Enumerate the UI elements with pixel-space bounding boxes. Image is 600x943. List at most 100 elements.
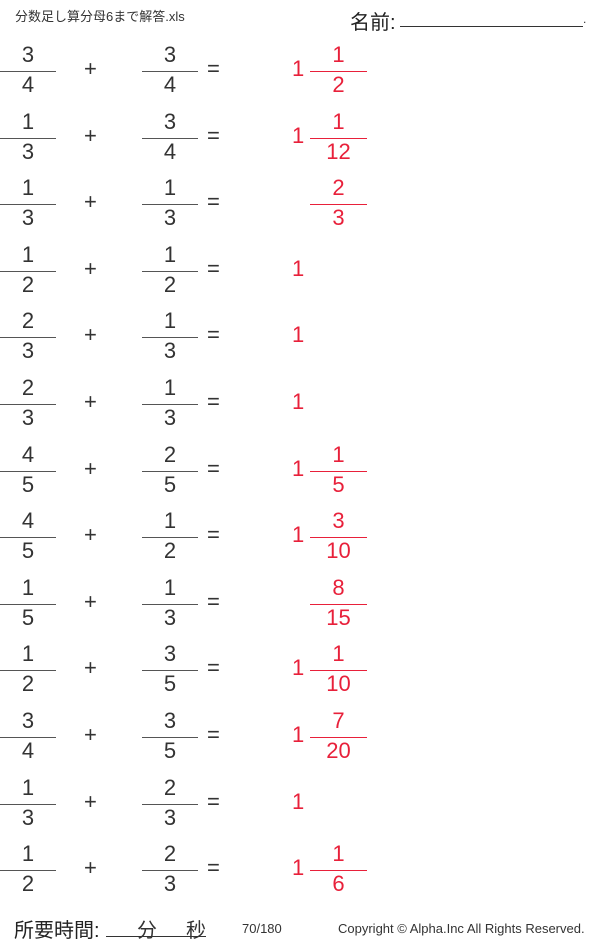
denominator: 3	[163, 871, 177, 897]
plus-sign: +	[84, 189, 97, 215]
seconds-label: 秒	[186, 920, 206, 942]
denominator: 6	[332, 871, 345, 897]
numerator: 1	[21, 841, 35, 867]
plus-sign: +	[84, 522, 97, 548]
answer-whole: 1	[292, 855, 305, 881]
denominator: 2	[21, 671, 35, 697]
numerator: 1	[163, 508, 177, 534]
fraction-bar	[310, 470, 367, 472]
numerator: 1	[21, 108, 35, 134]
numerator: 7	[332, 708, 345, 733]
numerator: 1	[21, 641, 35, 667]
denominator: 2	[332, 72, 345, 97]
numerator: 2	[21, 375, 35, 400]
denominator: 5	[163, 738, 177, 763]
denominator: 3	[21, 338, 35, 364]
denominator: 3	[163, 405, 177, 430]
time-field-line	[106, 936, 206, 937]
numerator: 2	[163, 774, 177, 800]
equals-sign: =	[207, 588, 220, 614]
numerator: 1	[21, 241, 35, 267]
plus-sign: +	[84, 788, 97, 814]
answer-whole: 1	[292, 122, 305, 148]
file-title: 分数足し算分母6まで解答.xls	[15, 9, 185, 24]
numerator: 1	[163, 308, 177, 334]
denominator: 20	[326, 738, 351, 763]
fraction-bar	[310, 137, 367, 139]
denominator: 15	[326, 604, 351, 630]
numerator: 1	[21, 774, 35, 800]
equals-sign: =	[207, 855, 220, 881]
numerator: 2	[21, 308, 35, 334]
copyright: Copyright © Alpha.Inc All Rights Reserve…	[338, 921, 585, 936]
denominator: 3	[332, 205, 345, 231]
denominator: 5	[163, 671, 177, 697]
name-label: 名前:	[350, 12, 396, 34]
denominator: 3	[163, 338, 177, 364]
plus-sign: +	[84, 588, 97, 614]
numerator: 1	[163, 375, 177, 400]
denominator: 3	[163, 804, 177, 830]
numerator: 3	[332, 508, 345, 534]
fraction-bar	[0, 670, 56, 672]
equals-sign: =	[207, 255, 220, 281]
numerator: 1	[332, 42, 345, 67]
equals-sign: =	[207, 189, 220, 215]
name-field-line	[400, 26, 583, 27]
plus-sign: +	[84, 56, 97, 81]
fraction-bar	[142, 270, 198, 272]
denominator: 4	[21, 72, 35, 97]
denominator: 3	[21, 138, 35, 164]
fraction-bar	[0, 337, 56, 339]
numerator: 1	[332, 641, 345, 667]
answer-whole: 1	[292, 655, 305, 681]
fraction-bar	[142, 71, 198, 72]
equals-sign: =	[207, 322, 220, 348]
fraction-bar	[310, 870, 367, 872]
numerator: 2	[163, 441, 177, 467]
answer-whole: 1	[292, 389, 305, 414]
fraction-bar	[310, 670, 367, 672]
answer-whole: 1	[292, 788, 305, 814]
plus-sign: +	[84, 389, 97, 414]
equals-sign: =	[207, 788, 220, 814]
fraction-bar	[0, 404, 56, 405]
numerator: 1	[332, 841, 345, 867]
denominator: 4	[163, 72, 177, 97]
denominator: 5	[21, 471, 35, 497]
numerator: 3	[163, 42, 177, 67]
fraction-bar	[310, 603, 367, 605]
answer-whole: 1	[292, 56, 305, 81]
denominator: 2	[21, 871, 35, 897]
denominator: 5	[21, 604, 35, 630]
answer-whole: 1	[292, 455, 305, 481]
denominator: 2	[163, 538, 177, 564]
